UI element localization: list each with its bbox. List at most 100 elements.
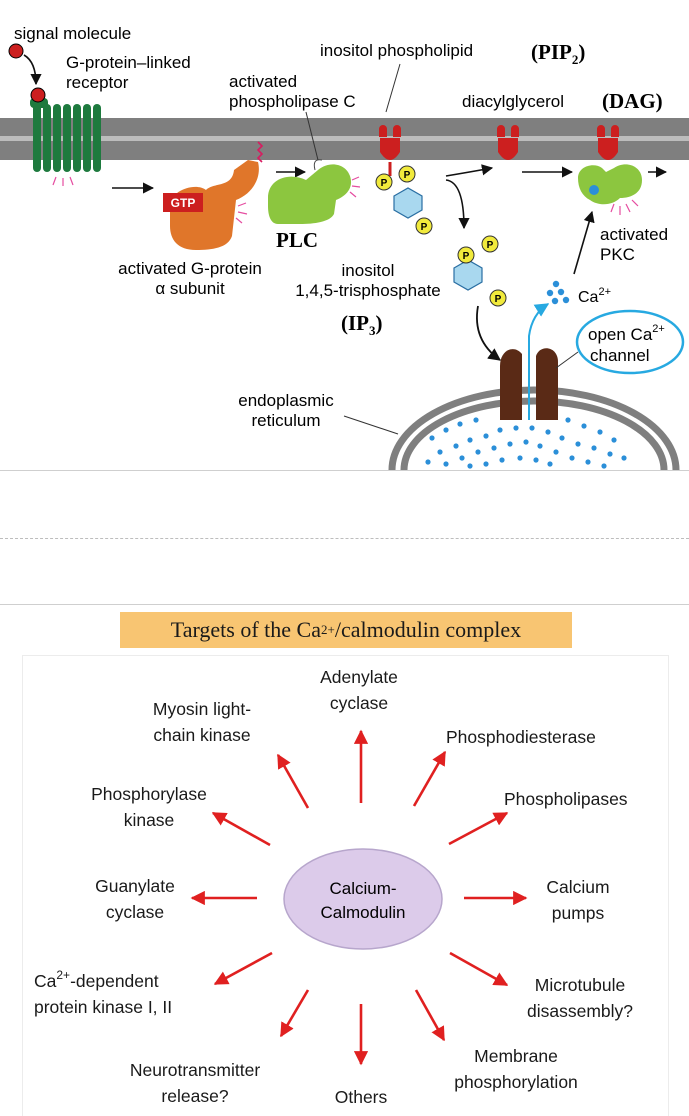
ip3-release-arrow	[445, 179, 470, 230]
receptor-label-line2: receptor	[66, 73, 129, 92]
released-calcium-icon	[546, 280, 570, 305]
receptor-label-line1: G-protein–linked	[66, 53, 191, 72]
center-label-line1: Calcium-	[329, 879, 396, 898]
calcium-ion-label: Ca2+	[578, 286, 611, 306]
arrow-phospholipases	[448, 811, 509, 846]
dag-abbrev: (DAG)	[602, 89, 663, 113]
activated-pkc-label-line1: activated	[600, 225, 668, 244]
pip2-abbrev: (PIP2)	[531, 40, 585, 67]
signal-molecule-label: signal molecule	[14, 24, 131, 43]
ca-to-pkc-arrow	[573, 210, 595, 275]
dag-lipid-icon	[597, 125, 619, 160]
phosphate-label: P	[421, 222, 428, 233]
calmodulin-panel	[22, 655, 669, 1116]
target-myosin-line1: Myosin light-	[153, 699, 251, 719]
phosphate-label: P	[487, 240, 494, 251]
arrow-membrane	[414, 989, 446, 1042]
dag-lipid-icon	[497, 125, 519, 160]
target-phosphorylase-line2: kinase	[124, 810, 175, 830]
phosphate-label: P	[381, 178, 388, 189]
target-phosphorylase-line1: Phosphorylase	[91, 784, 207, 804]
er-calcium-stores	[425, 417, 627, 469]
activated-pkc-label-line2: PKC	[600, 245, 635, 264]
target-guanylate-line2: cyclase	[106, 902, 164, 922]
activated-plc-label-line1: activated	[229, 72, 297, 91]
open-channel-callout	[575, 309, 685, 375]
calmodulin-slide-frame	[0, 604, 689, 1116]
ip3-molecule-icon	[453, 235, 507, 307]
target-membrane-line1: Membrane	[474, 1046, 558, 1066]
title-superscript: 2+	[320, 622, 335, 637]
arrow-phosphorylase	[211, 811, 271, 847]
callout-pointer	[555, 351, 579, 369]
ca-release-arrow	[528, 303, 550, 420]
target-arrows	[190, 729, 528, 1066]
target-phosphodiesterase: Phosphodiesterase	[446, 727, 596, 747]
signal-molecule-icon	[8, 43, 24, 59]
endoplasmic-reticulum	[388, 386, 680, 470]
ip3-label-line2: 1,4,5-trisphosphate	[295, 281, 441, 300]
target-labels: Adenylate cyclase Phosphodiesterase Phos…	[34, 667, 633, 1107]
g-alpha-label-line1: activated G-protein	[118, 259, 262, 278]
signal-binding-arrow	[23, 54, 42, 86]
phosphate-label: P	[495, 294, 502, 305]
pathway-diagram: GTP PLC P P P	[0, 24, 689, 470]
target-ca-kinase-line1: Ca2+-dependent	[34, 968, 159, 991]
plc-pointer	[305, 111, 319, 161]
inositol-phospholipid-label: inositol phospholipid	[320, 41, 473, 60]
title-text-pre: Targets of the Ca	[170, 617, 321, 642]
pip2-pointer	[385, 63, 401, 113]
activated-plc-label-line2: phospholipase C	[229, 92, 356, 111]
pip2-lipid-icon	[379, 125, 401, 176]
arrow-neurotransmitter	[279, 989, 310, 1038]
phospholipase-c-icon	[268, 159, 361, 224]
calcium-calmodulin-center	[283, 848, 443, 950]
er-label-line2: reticulum	[252, 411, 321, 430]
phosphate-label: P	[463, 251, 470, 262]
target-calcium-pumps-line1: Calcium	[546, 877, 609, 897]
arrow-myosin	[276, 753, 310, 809]
gtp-label: GTP	[171, 196, 196, 210]
open-channel-label-line1: open Ca2+	[588, 323, 665, 344]
inositol-ring-icon	[393, 187, 423, 219]
target-neurotransmitter-line1: Neurotransmitter	[130, 1060, 260, 1080]
ip3-to-channel-arrow	[476, 305, 502, 361]
target-calcium-pumps-line2: pumps	[552, 903, 605, 923]
target-guanylate-line1: Guanylate	[95, 876, 175, 896]
phosphate-group-icon	[415, 217, 433, 235]
g-protein-alpha-subunit-icon	[170, 141, 264, 250]
target-microtubule-line2: disassembly?	[527, 1001, 633, 1021]
target-membrane-line2: phosphorylation	[454, 1072, 578, 1092]
target-adenylate-line1: Adenylate	[320, 667, 398, 687]
ip3-abbrev: (IP3)	[341, 311, 383, 338]
target-phospholipases: Phospholipases	[504, 789, 628, 809]
ip3-label-line1: inositol	[342, 261, 395, 280]
center-label-line2: Calmodulin	[320, 903, 405, 922]
open-channel-label-line2: channel	[590, 346, 650, 365]
arrow-phosphodiesterase	[412, 750, 447, 807]
target-ca-kinase-line2: protein kinase I, II	[34, 997, 172, 1017]
er-label-line1: endoplasmic	[238, 391, 334, 410]
target-myosin-line2: chain kinase	[153, 725, 250, 745]
plasma-membrane	[0, 118, 689, 160]
target-neurotransmitter-line2: release?	[161, 1086, 228, 1106]
activated-pkc-icon	[578, 164, 642, 215]
calmodulin-targets-diagram: Calcium- Calmodulin Adenylate cyclase Ph…	[34, 667, 633, 1107]
target-microtubule-line1: Microtubule	[535, 975, 625, 995]
diacylglycerol-label: diacylglycerol	[462, 92, 564, 111]
target-adenylate-line2: cyclase	[330, 693, 388, 713]
arrow-ca-kinase	[213, 951, 273, 986]
dag-release-arrow	[445, 164, 494, 177]
plc-label: PLC	[276, 228, 318, 252]
g-protein-linked-receptor-icon	[30, 87, 101, 186]
phosphate-group-icon	[375, 165, 416, 191]
g-alpha-label-line2: α subunit	[155, 279, 225, 298]
section-divider	[0, 538, 689, 539]
ca-channel-icon	[500, 348, 558, 420]
target-others: Others	[335, 1087, 388, 1107]
gtp-badge	[163, 193, 203, 212]
phosphate-label: P	[404, 170, 411, 181]
er-pointer	[343, 415, 399, 435]
ip3-dag-pathway-figure: GTP PLC P P P	[0, 0, 689, 471]
